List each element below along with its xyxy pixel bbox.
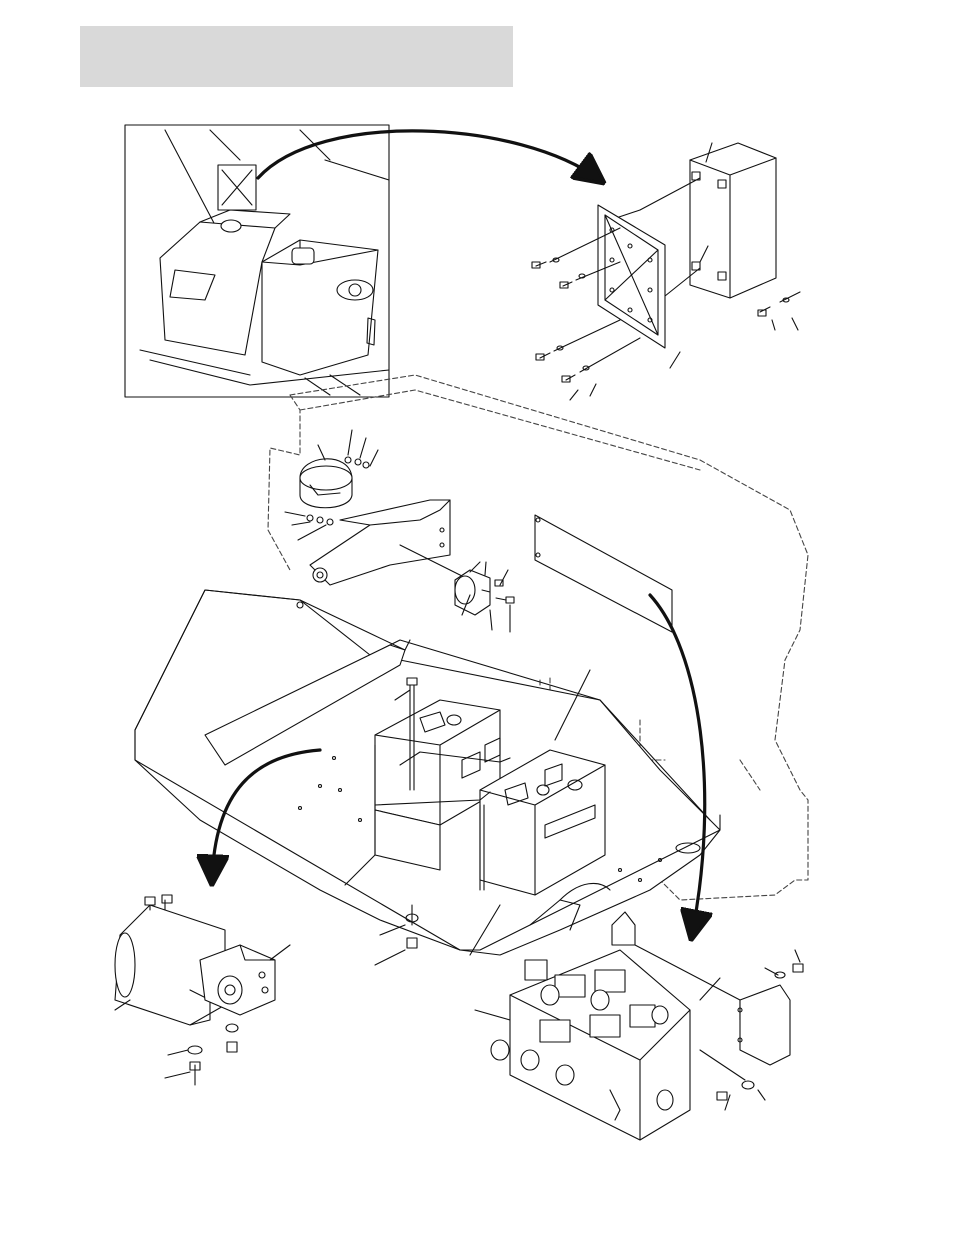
valve-block [475, 950, 690, 1140]
machine-overview-inset [125, 125, 389, 397]
pump-motor [115, 895, 290, 1085]
electrical-box [532, 143, 800, 400]
access-panel [535, 515, 672, 632]
mounting-bracket [310, 500, 470, 585]
solenoid [455, 562, 514, 632]
